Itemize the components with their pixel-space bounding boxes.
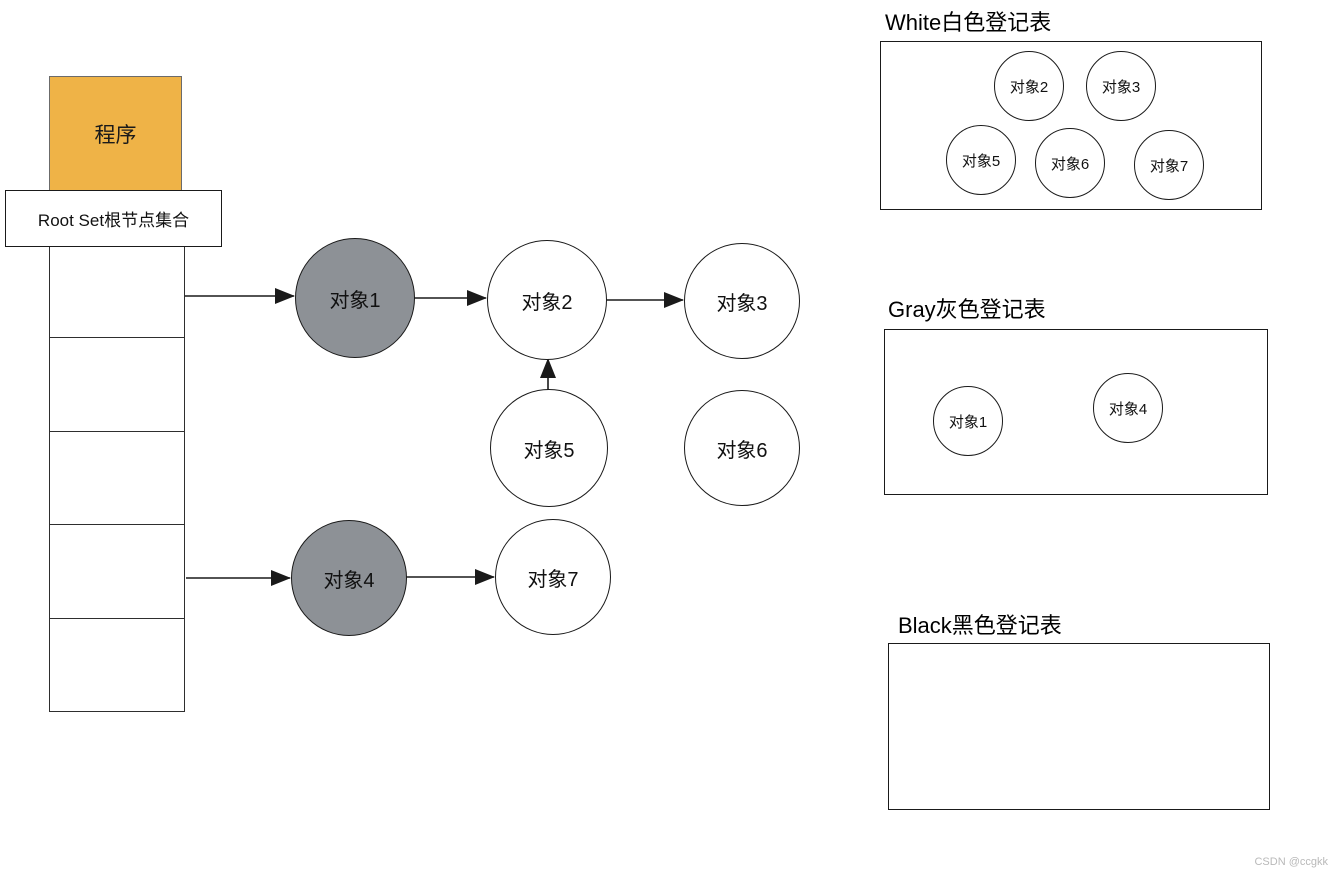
root-set-stack	[49, 245, 185, 712]
graph-node-obj1: 对象1	[295, 238, 415, 358]
graph-node-obj6: 对象6	[684, 390, 800, 506]
white-registry-node-obj2: 对象2	[994, 51, 1064, 121]
watermark: CSDN @ccgkk	[1254, 856, 1328, 868]
program-box: 程序	[49, 76, 182, 192]
graph-node-obj3: 对象3	[684, 243, 800, 359]
root-set-cell	[49, 245, 185, 339]
white-registry-node-obj5: 对象5	[946, 125, 1016, 195]
graph-node-obj4: 对象4	[291, 520, 407, 636]
black-registry-title: Black黑色登记表	[898, 613, 1062, 638]
white-registry-node-obj7: 对象7	[1134, 130, 1204, 200]
gray-registry-node-obj1: 对象1	[933, 386, 1003, 456]
gray-registry-box: 对象1 对象4	[884, 329, 1268, 495]
root-set-cell	[49, 431, 185, 526]
root-set-cell	[49, 618, 185, 712]
gray-registry-title: Gray灰色登记表	[888, 297, 1046, 322]
graph-node-obj5: 对象5	[490, 389, 608, 507]
root-set-label-box: Root Set根节点集合	[5, 190, 222, 247]
black-registry-box	[888, 643, 1270, 810]
graph-node-obj2: 对象2	[487, 240, 607, 360]
root-set-cell	[49, 338, 185, 432]
graph-node-obj7: 对象7	[495, 519, 611, 635]
white-registry-node-obj6: 对象6	[1035, 128, 1105, 198]
root-set-cell	[49, 525, 185, 619]
gray-registry-node-obj4: 对象4	[1093, 373, 1163, 443]
white-registry-box: 对象2 对象3 对象5 对象6 对象7	[880, 41, 1262, 210]
white-registry-title: White白色登记表	[885, 10, 1052, 35]
white-registry-node-obj3: 对象3	[1086, 51, 1156, 121]
